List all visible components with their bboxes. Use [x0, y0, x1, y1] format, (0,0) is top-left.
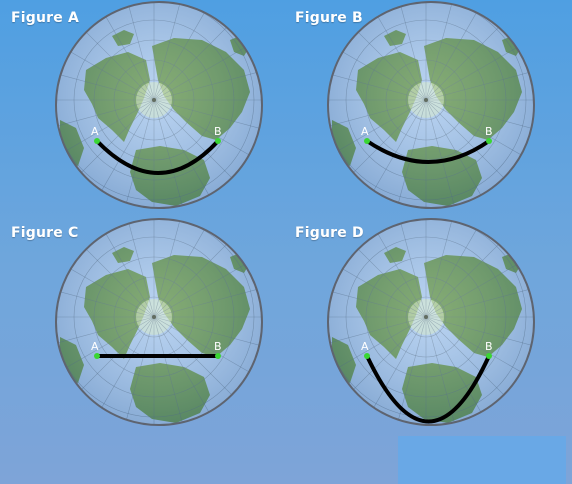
- figure-b-point-a-marker: [364, 138, 370, 144]
- corner-panel: [398, 436, 566, 484]
- figure-c-point-a-label: A: [91, 340, 99, 353]
- globe-rim: [55, 218, 263, 426]
- figure-a-point-a-label: A: [91, 125, 99, 138]
- globe-rim: [327, 218, 535, 426]
- figure-c-globe: A B: [55, 218, 263, 426]
- figure-d-title: Figure D: [295, 225, 364, 241]
- figure-b-route: [365, 139, 491, 164]
- figure-a-point-b-label: B: [214, 125, 222, 138]
- figure-d-route: [365, 354, 491, 424]
- figure-c-title: Figure C: [11, 225, 79, 241]
- figure-a-route: [95, 139, 220, 175]
- globe-rim: [55, 1, 263, 209]
- figure-c-point-b-marker: [215, 353, 221, 359]
- figure-b-title: Figure B: [295, 10, 363, 26]
- figure-a-point-b-marker: [215, 138, 221, 144]
- figure-b-point-b-marker: [486, 138, 492, 144]
- globe-shading: [328, 219, 534, 425]
- figure-d-point-a-label: A: [361, 340, 369, 353]
- figure-d-point-b-marker: [486, 353, 492, 359]
- figure-d-point-b-label: B: [485, 340, 493, 353]
- globe-shading: [56, 2, 262, 208]
- globe-shading: [56, 219, 262, 425]
- figure-c-point-a-marker: [94, 353, 100, 359]
- globe-shading: [328, 2, 534, 208]
- figure-d-point-a-marker: [364, 353, 370, 359]
- figure-d-globe: A B: [327, 218, 535, 426]
- figure-b-point-a-label: A: [361, 125, 369, 138]
- figure-a-globe: A B: [55, 1, 263, 209]
- figure-b-point-b-label: B: [485, 125, 493, 138]
- figure-a-point-a-marker: [94, 138, 100, 144]
- figure-a-title: Figure A: [11, 10, 80, 26]
- figure-c-point-b-label: B: [214, 340, 222, 353]
- figure-b-globe: A B: [327, 1, 535, 209]
- globe-rim: [327, 1, 535, 209]
